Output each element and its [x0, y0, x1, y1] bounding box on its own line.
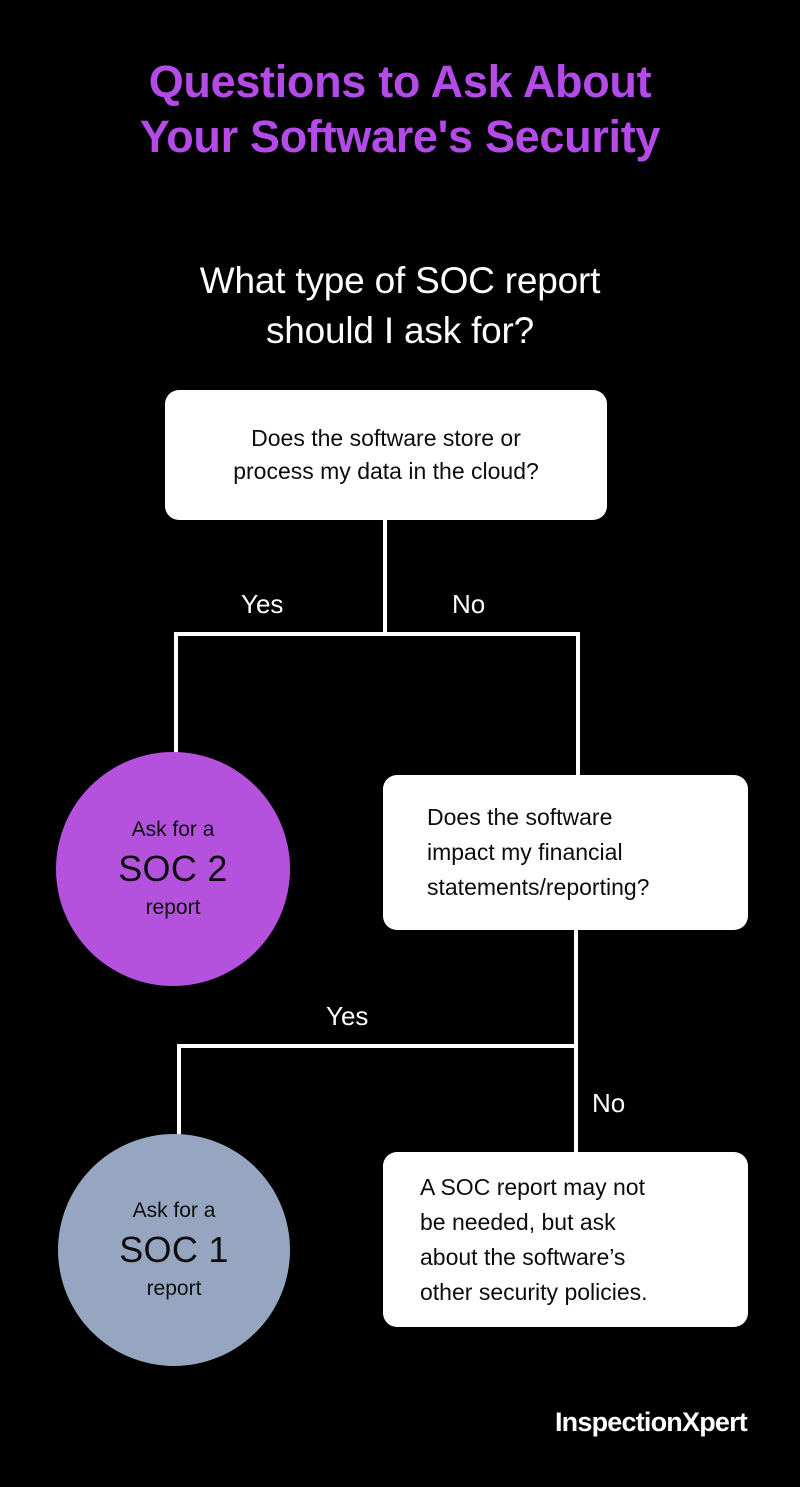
branch-label-no-question1: No — [452, 589, 486, 619]
soc2-prefix: Ask for a — [131, 818, 215, 841]
result-node-no-report: A SOC report may not be needed, but ask … — [383, 1152, 748, 1327]
page-title-line-1: Questions to Ask About — [148, 56, 652, 107]
soc1-suffix: report — [146, 1277, 202, 1300]
no-report-line-2: be needed, but ask — [420, 1208, 616, 1235]
question-1-line-1: Does the software store or — [251, 425, 521, 451]
connector-question2-no-branch — [574, 930, 578, 1152]
connector-question2-horizontal — [177, 1044, 577, 1048]
question-2-line-2: impact my financial — [427, 839, 623, 865]
connector-question1-yes-branch — [174, 632, 178, 764]
soc2-headline: SOC 2 — [118, 848, 228, 889]
question-1-line-2: process my data in the cloud? — [233, 458, 539, 484]
soc1-headline: SOC 1 — [119, 1229, 229, 1270]
page-subtitle: What type of SOC report should I ask for… — [0, 256, 800, 356]
result-node-soc2: Ask for a SOC 2 report — [56, 752, 290, 986]
no-report-line-1: A SOC report may not — [420, 1173, 645, 1200]
question-2-line-1: Does the software — [427, 804, 613, 830]
connector-question1-stem — [383, 518, 387, 636]
branch-label-yes-question1: Yes — [241, 589, 284, 619]
connector-question1-horizontal — [174, 632, 580, 636]
connector-question1-no-branch — [576, 632, 580, 780]
brand-logo-text: InspectionXpert — [554, 1407, 748, 1437]
soc2-suffix: report — [145, 896, 201, 919]
result-node-soc1: Ask for a SOC 1 report — [58, 1134, 290, 1366]
decision-node-question-2: Does the software impact my financial st… — [383, 775, 748, 930]
branch-label-no-question2: No — [592, 1088, 626, 1118]
page-title: Questions to Ask About Your Software's S… — [0, 54, 800, 164]
connector-question2-yes-branch — [177, 1044, 181, 1162]
question-2-line-3: statements/reporting? — [427, 874, 650, 900]
soc1-prefix: Ask for a — [132, 1199, 216, 1222]
page-title-line-2: Your Software's Security — [139, 111, 661, 162]
branch-label-yes-question2: Yes — [326, 1001, 369, 1031]
brand-logo: InspectionXpert — [554, 1405, 748, 1439]
no-report-line-4: other security policies. — [420, 1278, 648, 1305]
decision-node-question-1: Does the software store or process my da… — [165, 390, 607, 520]
page-subtitle-line-1: What type of SOC report — [199, 260, 601, 301]
page-subtitle-line-2: should I ask for? — [265, 310, 535, 351]
no-report-line-3: about the software’s — [420, 1243, 626, 1270]
